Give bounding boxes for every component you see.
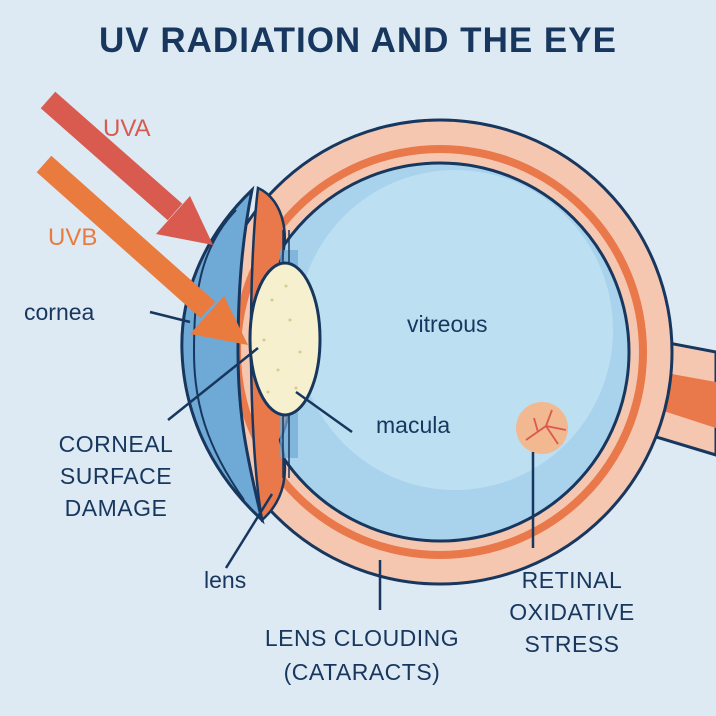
uvb-label: UVB (48, 224, 97, 251)
diagram-title: UV RADIATION AND THE EYE (99, 21, 617, 60)
macula-label: macula (376, 412, 450, 438)
lens-texture (262, 284, 302, 394)
retinal-stress-line-3: STRESS (524, 631, 619, 657)
uva-ray (40, 91, 213, 245)
corneal-damage-line-1: CORNEAL (59, 431, 174, 457)
cornea-label: cornea (24, 299, 95, 325)
lens-clouding-line-2: (CATARACTS) (284, 659, 441, 685)
uva-label: UVA (103, 115, 151, 142)
macula-spot (516, 402, 568, 454)
vitreous-label: vitreous (407, 311, 488, 337)
lens (248, 261, 322, 417)
uvb-ray (36, 155, 248, 345)
retinal-stress-line-2: OXIDATIVE (509, 599, 635, 625)
lens-clouding-line-1: LENS CLOUDING (265, 625, 459, 651)
lens-label: lens (204, 567, 246, 593)
leader-lines (149, 310, 535, 610)
corneal-damage-line-3: DAMAGE (65, 495, 168, 521)
corneal-damage-line-2: SURFACE (60, 463, 172, 489)
retinal-stress-line-1: RETINAL (522, 567, 623, 593)
